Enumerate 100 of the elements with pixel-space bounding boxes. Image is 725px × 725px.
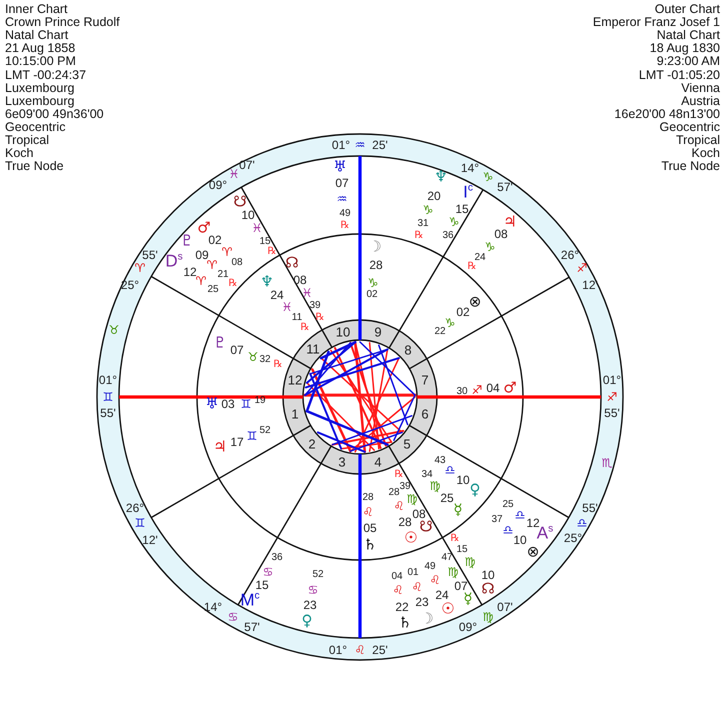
- chart-info-text: Crown Prince Rudolf: [5, 16, 120, 28]
- house-number: 8: [404, 344, 412, 356]
- zodiac-sign-symbol: ♎: [444, 464, 456, 476]
- cusp-degree-text: 01°: [328, 644, 348, 656]
- cusp-degree-text: 12': [142, 534, 158, 546]
- house-number: 6: [421, 408, 429, 420]
- planet-symbol: ♅: [333, 160, 347, 174]
- chart-info-text: True Node: [5, 160, 64, 172]
- minute-number: 21: [217, 270, 229, 280]
- zodiac-sign-symbol: ♐: [606, 391, 618, 403]
- degree-number: 10: [241, 209, 255, 221]
- degree-number: 08: [494, 228, 508, 240]
- planet-symbol: ☋: [233, 194, 247, 210]
- zodiac-sign-symbol: ♉: [248, 351, 258, 363]
- chart-info-text: Koch: [692, 146, 720, 160]
- degree-number: 17: [230, 436, 244, 448]
- degree-number: 22: [395, 601, 409, 613]
- zodiac-sign-symbol: ♎: [576, 517, 588, 529]
- minute-number: 39: [399, 482, 411, 492]
- chart-info-text: 9:23:00 AM: [656, 55, 720, 68]
- angle-label: M$^{c}$: [240, 592, 260, 608]
- zodiac-sign-symbol: ♓: [228, 168, 240, 180]
- chart-info-text: Emperor Franz Josef 1: [592, 16, 720, 28]
- zodiac-sign-symbol: ♈: [134, 262, 146, 274]
- cusp-degree-text: 25°: [564, 532, 582, 544]
- minute-number: 22: [434, 327, 446, 337]
- zodiac-sign-symbol: ♋: [308, 584, 318, 596]
- chart-info-text: 10:15:00 PM: [5, 55, 76, 68]
- angle-label: I$^{c}$: [463, 184, 473, 200]
- chart-info-text: Tropical: [676, 134, 720, 146]
- cusp-degree-text: 26°: [126, 502, 144, 514]
- minute-number: 52: [259, 426, 271, 436]
- planet-symbol: ♀: [470, 482, 480, 498]
- cusp-degree-text: 57': [497, 181, 513, 193]
- minute-number: 32: [259, 355, 271, 365]
- zodiac-sign-symbol: ♈: [206, 259, 218, 271]
- house-number: 4: [374, 456, 382, 468]
- zodiac-sign-symbol: ♈: [222, 246, 232, 258]
- house-number: 10: [336, 326, 350, 338]
- chart-info-text: Outer Chart: [654, 2, 720, 16]
- zodiac-sign-symbol: ♐: [576, 262, 588, 274]
- chart-info-text: Vienna: [681, 81, 720, 94]
- minute-number: 37: [491, 515, 503, 525]
- chart-info-text: 18 Aug 1830: [650, 42, 720, 55]
- zodiac-sign-symbol: ♑: [368, 277, 378, 289]
- zodiac-sign-symbol: ♍: [430, 480, 440, 492]
- planet-symbol: ☉: [404, 530, 418, 546]
- planet-symbol: ♇: [180, 234, 194, 248]
- degree-number: 24: [270, 289, 284, 301]
- zodiac-sign-symbol: ♑: [484, 241, 496, 253]
- zodiac-sign-symbol: ♎: [514, 509, 526, 521]
- cusp-degree-text: 25': [372, 139, 388, 151]
- minute-number: 31: [417, 219, 429, 229]
- degree-number: 25: [440, 492, 454, 504]
- retrograde-mark: ℞: [316, 313, 324, 323]
- degree-number: 07: [454, 580, 468, 592]
- retrograde-mark: ℞: [450, 534, 460, 544]
- degree-number: 10: [456, 474, 470, 486]
- zodiac-sign-symbol: ♍: [406, 493, 418, 505]
- zodiac-sign-symbol: ♑: [448, 216, 460, 228]
- degree-number: 12: [183, 266, 197, 278]
- zodiac-sign-symbol: ♒: [354, 139, 366, 151]
- degree-number: 20: [427, 190, 441, 202]
- chart-info-text: Inner Chart: [5, 2, 68, 16]
- cusp-degree-text: 26°: [560, 249, 580, 261]
- minute-number: 11: [292, 313, 302, 323]
- cusp-degree-text: 01°: [332, 139, 350, 151]
- zodiac-sign-symbol: ♍: [482, 611, 494, 623]
- minute-number: 49: [424, 562, 436, 572]
- degree-number: 02: [456, 306, 470, 318]
- retrograde-mark: ℞: [468, 262, 476, 272]
- cusp-degree-text: 57': [244, 621, 260, 633]
- degree-number: 10: [513, 534, 527, 546]
- zodiac-sign-symbol: ♌: [394, 500, 404, 512]
- minute-number: 28: [362, 493, 374, 503]
- chart-info-text: Geocentric: [660, 120, 720, 134]
- degree-number: 28: [369, 259, 383, 271]
- retrograde-mark: ℞: [394, 470, 404, 480]
- cusp-degree-text: 55': [604, 407, 620, 419]
- minute-number: 39: [309, 301, 321, 311]
- zodiac-sign-symbol: ♓: [302, 287, 312, 299]
- zodiac-sign-symbol: ♑: [422, 204, 434, 216]
- house-number: 3: [338, 456, 346, 468]
- degree-number: 07: [335, 177, 349, 189]
- zodiac-sign-symbol: ♊: [102, 391, 114, 403]
- minute-number: 02: [366, 290, 378, 300]
- zodiac-sign-symbol: ♌: [412, 581, 422, 593]
- minute-number: 08: [231, 258, 243, 268]
- degree-number: 23: [303, 599, 317, 611]
- degree-number: 15: [455, 203, 469, 215]
- minute-number: 52: [312, 570, 324, 580]
- chart-info-text: Koch: [5, 146, 34, 160]
- minute-number: 49: [339, 209, 351, 219]
- house-number: 11: [306, 342, 320, 356]
- planet-symbol: ♀: [302, 614, 312, 628]
- chart-info-text: 21 Aug 1858: [5, 42, 76, 55]
- minute-number: 47: [441, 553, 453, 563]
- cusp-degree-text: 25°: [120, 279, 140, 291]
- minute-number: 25: [502, 500, 514, 510]
- zodiac-sign-symbol: ♎: [502, 524, 514, 536]
